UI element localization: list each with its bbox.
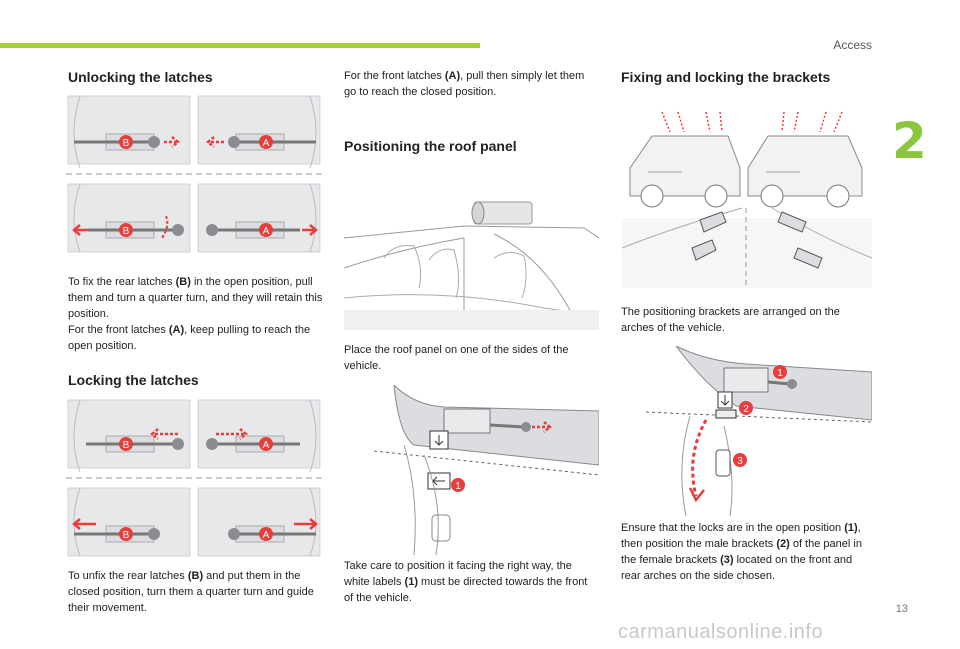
- svg-text:3: 3: [737, 456, 743, 467]
- svg-text:1: 1: [455, 481, 461, 492]
- roof-panel-illustration: [344, 201, 599, 330]
- svg-text:1: 1: [777, 368, 783, 379]
- page-number: 13: [895, 603, 908, 615]
- label-b-badge: B: [119, 437, 133, 451]
- svg-text:B: B: [123, 226, 130, 237]
- svg-text:A: A: [263, 138, 270, 149]
- label-b-badge: B: [119, 527, 133, 541]
- bracket-fitting-illustration: 1 2 3: [646, 346, 872, 516]
- heading-fixing: Fixing and locking the brackets: [621, 69, 831, 85]
- label-2-badge: 2: [739, 401, 753, 415]
- svg-text:B: B: [123, 530, 130, 541]
- brackets-paragraph: The positioning brackets are arranged on…: [621, 306, 840, 334]
- svg-text:A: A: [263, 440, 270, 451]
- section-title: Access: [833, 38, 872, 52]
- label-a-badge: A: [259, 135, 273, 149]
- lock-paragraph: To unfix the rear latches (B) and put th…: [68, 570, 314, 614]
- svg-text:B: B: [123, 138, 130, 149]
- label-b-badge: B: [119, 223, 133, 237]
- heading-unlocking: Unlocking the latches: [68, 69, 213, 85]
- place-paragraph: Place the roof panel on one of the sides…: [344, 344, 569, 372]
- label-a-badge: A: [259, 437, 273, 451]
- chapter-number: 2: [892, 112, 927, 170]
- label-1-badge: 1: [451, 478, 465, 492]
- vehicle-brackets-illustration: [622, 111, 872, 288]
- heading-positioning: Positioning the roof panel: [344, 138, 517, 154]
- front-latches-paragraph: For the front latches (A), pull then sim…: [344, 70, 585, 98]
- svg-text:B: B: [123, 440, 130, 451]
- unlock-paragraph-1: To fix the rear latches (B) in the open …: [68, 276, 323, 320]
- ensure-paragraph: Ensure that the locks are in the open po…: [621, 522, 862, 582]
- panel-label-illustration: 1: [374, 385, 599, 555]
- unlocking-illustration: B A B A: [66, 95, 324, 253]
- svg-text:A: A: [263, 530, 270, 541]
- svg-text:2: 2: [743, 404, 749, 415]
- care-paragraph: Take care to position it facing the righ…: [344, 560, 588, 604]
- heading-locking: Locking the latches: [68, 372, 199, 388]
- label-3-badge: 3: [733, 453, 747, 467]
- label-a-badge: A: [259, 223, 273, 237]
- label-1-badge: 1: [773, 365, 787, 379]
- top-accent-bar: [0, 43, 480, 48]
- locking-illustration: B A B A: [66, 399, 324, 557]
- label-a-badge: A: [259, 527, 273, 541]
- unlock-paragraph-2: For the front latches (A), keep pulling …: [68, 324, 311, 352]
- svg-text:A: A: [263, 226, 270, 237]
- watermark: carmanualsonline.info: [618, 621, 824, 643]
- label-b-badge: B: [119, 135, 133, 149]
